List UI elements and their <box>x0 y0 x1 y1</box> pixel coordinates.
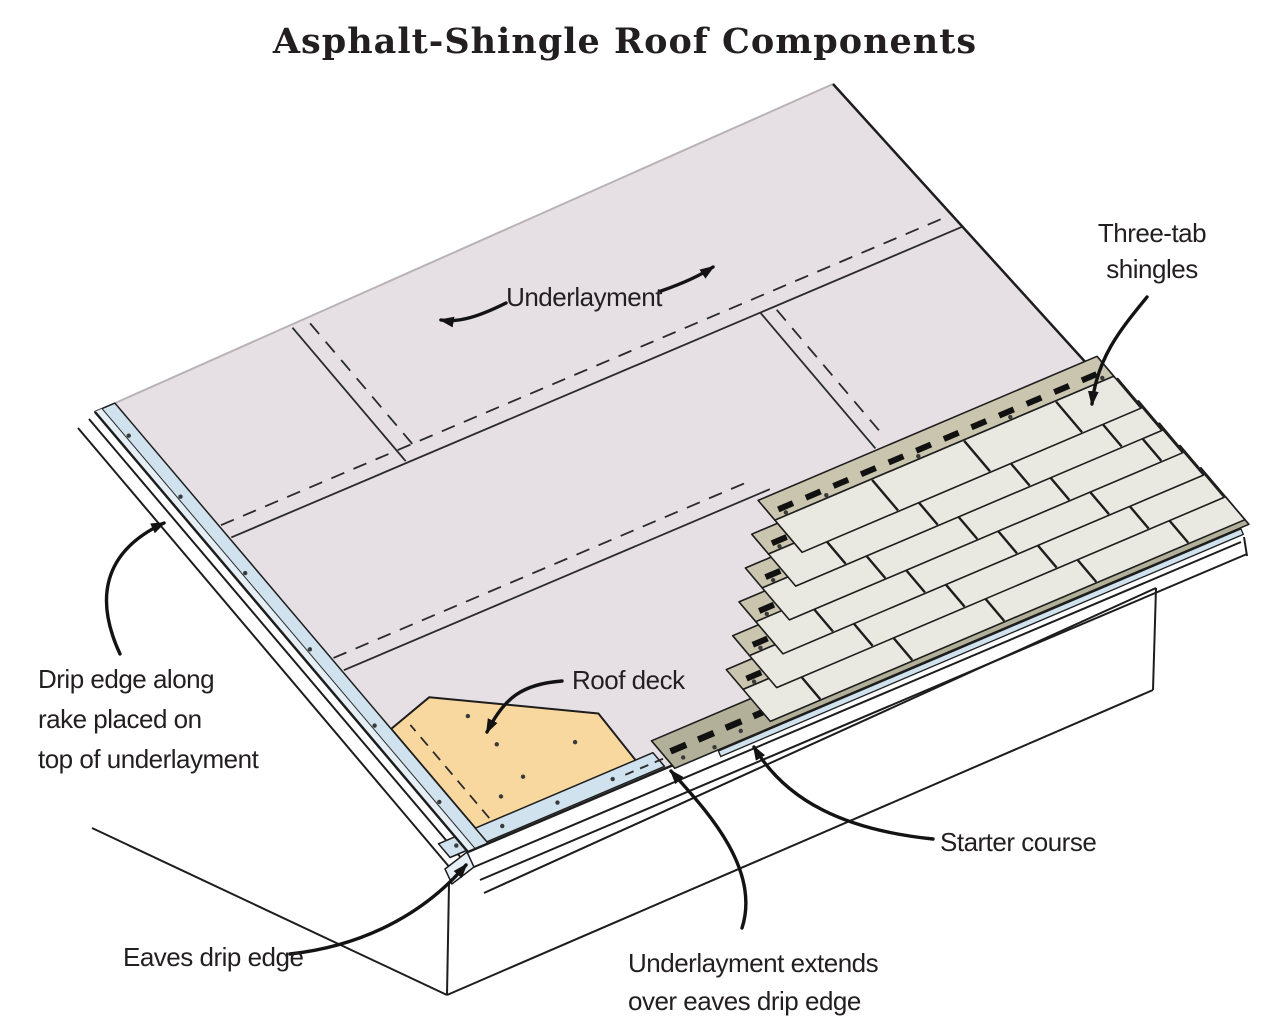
label-underlayment: Underlayment <box>506 282 663 312</box>
roof-deck-arrow <box>485 679 564 735</box>
label-roof-deck: Roof deck <box>572 665 686 695</box>
underlayment-extends-arrow <box>669 769 748 930</box>
label-starter-course: Starter course <box>940 827 1096 857</box>
three-tab-shingles-arrow <box>1088 295 1149 407</box>
callout-arrows <box>104 265 1149 956</box>
label-underlayment-extends-line2: over eaves drip edge <box>628 986 861 1016</box>
label-drip-edge-rake-line2: rake placed on <box>38 704 202 734</box>
starter-course-arrow <box>752 745 935 841</box>
label-three-tab-line2: shingles <box>1106 254 1198 284</box>
label-underlayment-extends-line1: Underlayment extends <box>628 948 879 978</box>
diagram-title: Asphalt-Shingle Roof Components <box>272 21 977 62</box>
label-drip-edge-rake-line3: top of underlayment <box>38 744 260 774</box>
underlayment-arrow-right <box>659 265 715 293</box>
drip-edge-rake-arrow <box>104 521 167 656</box>
label-eaves-drip-edge: Eaves drip edge <box>123 942 303 972</box>
label-three-tab-line1: Three-tab <box>1098 218 1206 248</box>
roof-assembly <box>93 83 1250 859</box>
underlayment-arrow-left <box>438 301 508 328</box>
label-drip-edge-rake-line1: Drip edge along <box>38 664 214 694</box>
eaves-drip-edge-arrow <box>288 863 468 956</box>
